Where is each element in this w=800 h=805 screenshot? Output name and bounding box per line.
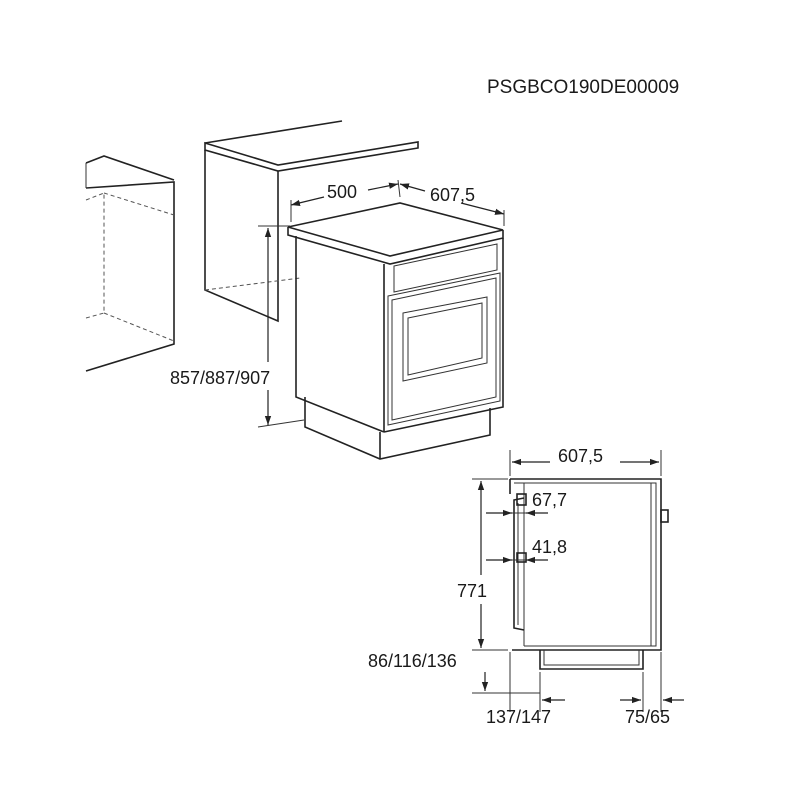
lower-offset-label: 41,8 [532, 537, 567, 557]
height-label: 857/887/907 [170, 368, 270, 388]
drawing-code: PSGBCO190DE00009 [487, 77, 679, 98]
cooker-isometric [287, 202, 504, 460]
front-offset-label: 137/147 [486, 707, 551, 727]
cooker-side-view [509, 478, 669, 670]
rear-offset-label: 75/65 [625, 707, 670, 727]
height-dimension [257, 225, 305, 428]
side-width-label: 607,5 [558, 446, 603, 466]
depth-label: 500 [327, 182, 357, 202]
side-height-label: 771 [457, 581, 487, 601]
left-cabinet [85, 155, 175, 372]
plinth-height-label: 86/116/136 [368, 651, 457, 671]
width-label: 607,5 [430, 185, 475, 205]
right-cabinet [204, 120, 419, 323]
top-dimensions [290, 179, 505, 226]
side-dimensions [472, 450, 684, 712]
upper-offset-label: 67,7 [532, 490, 567, 510]
